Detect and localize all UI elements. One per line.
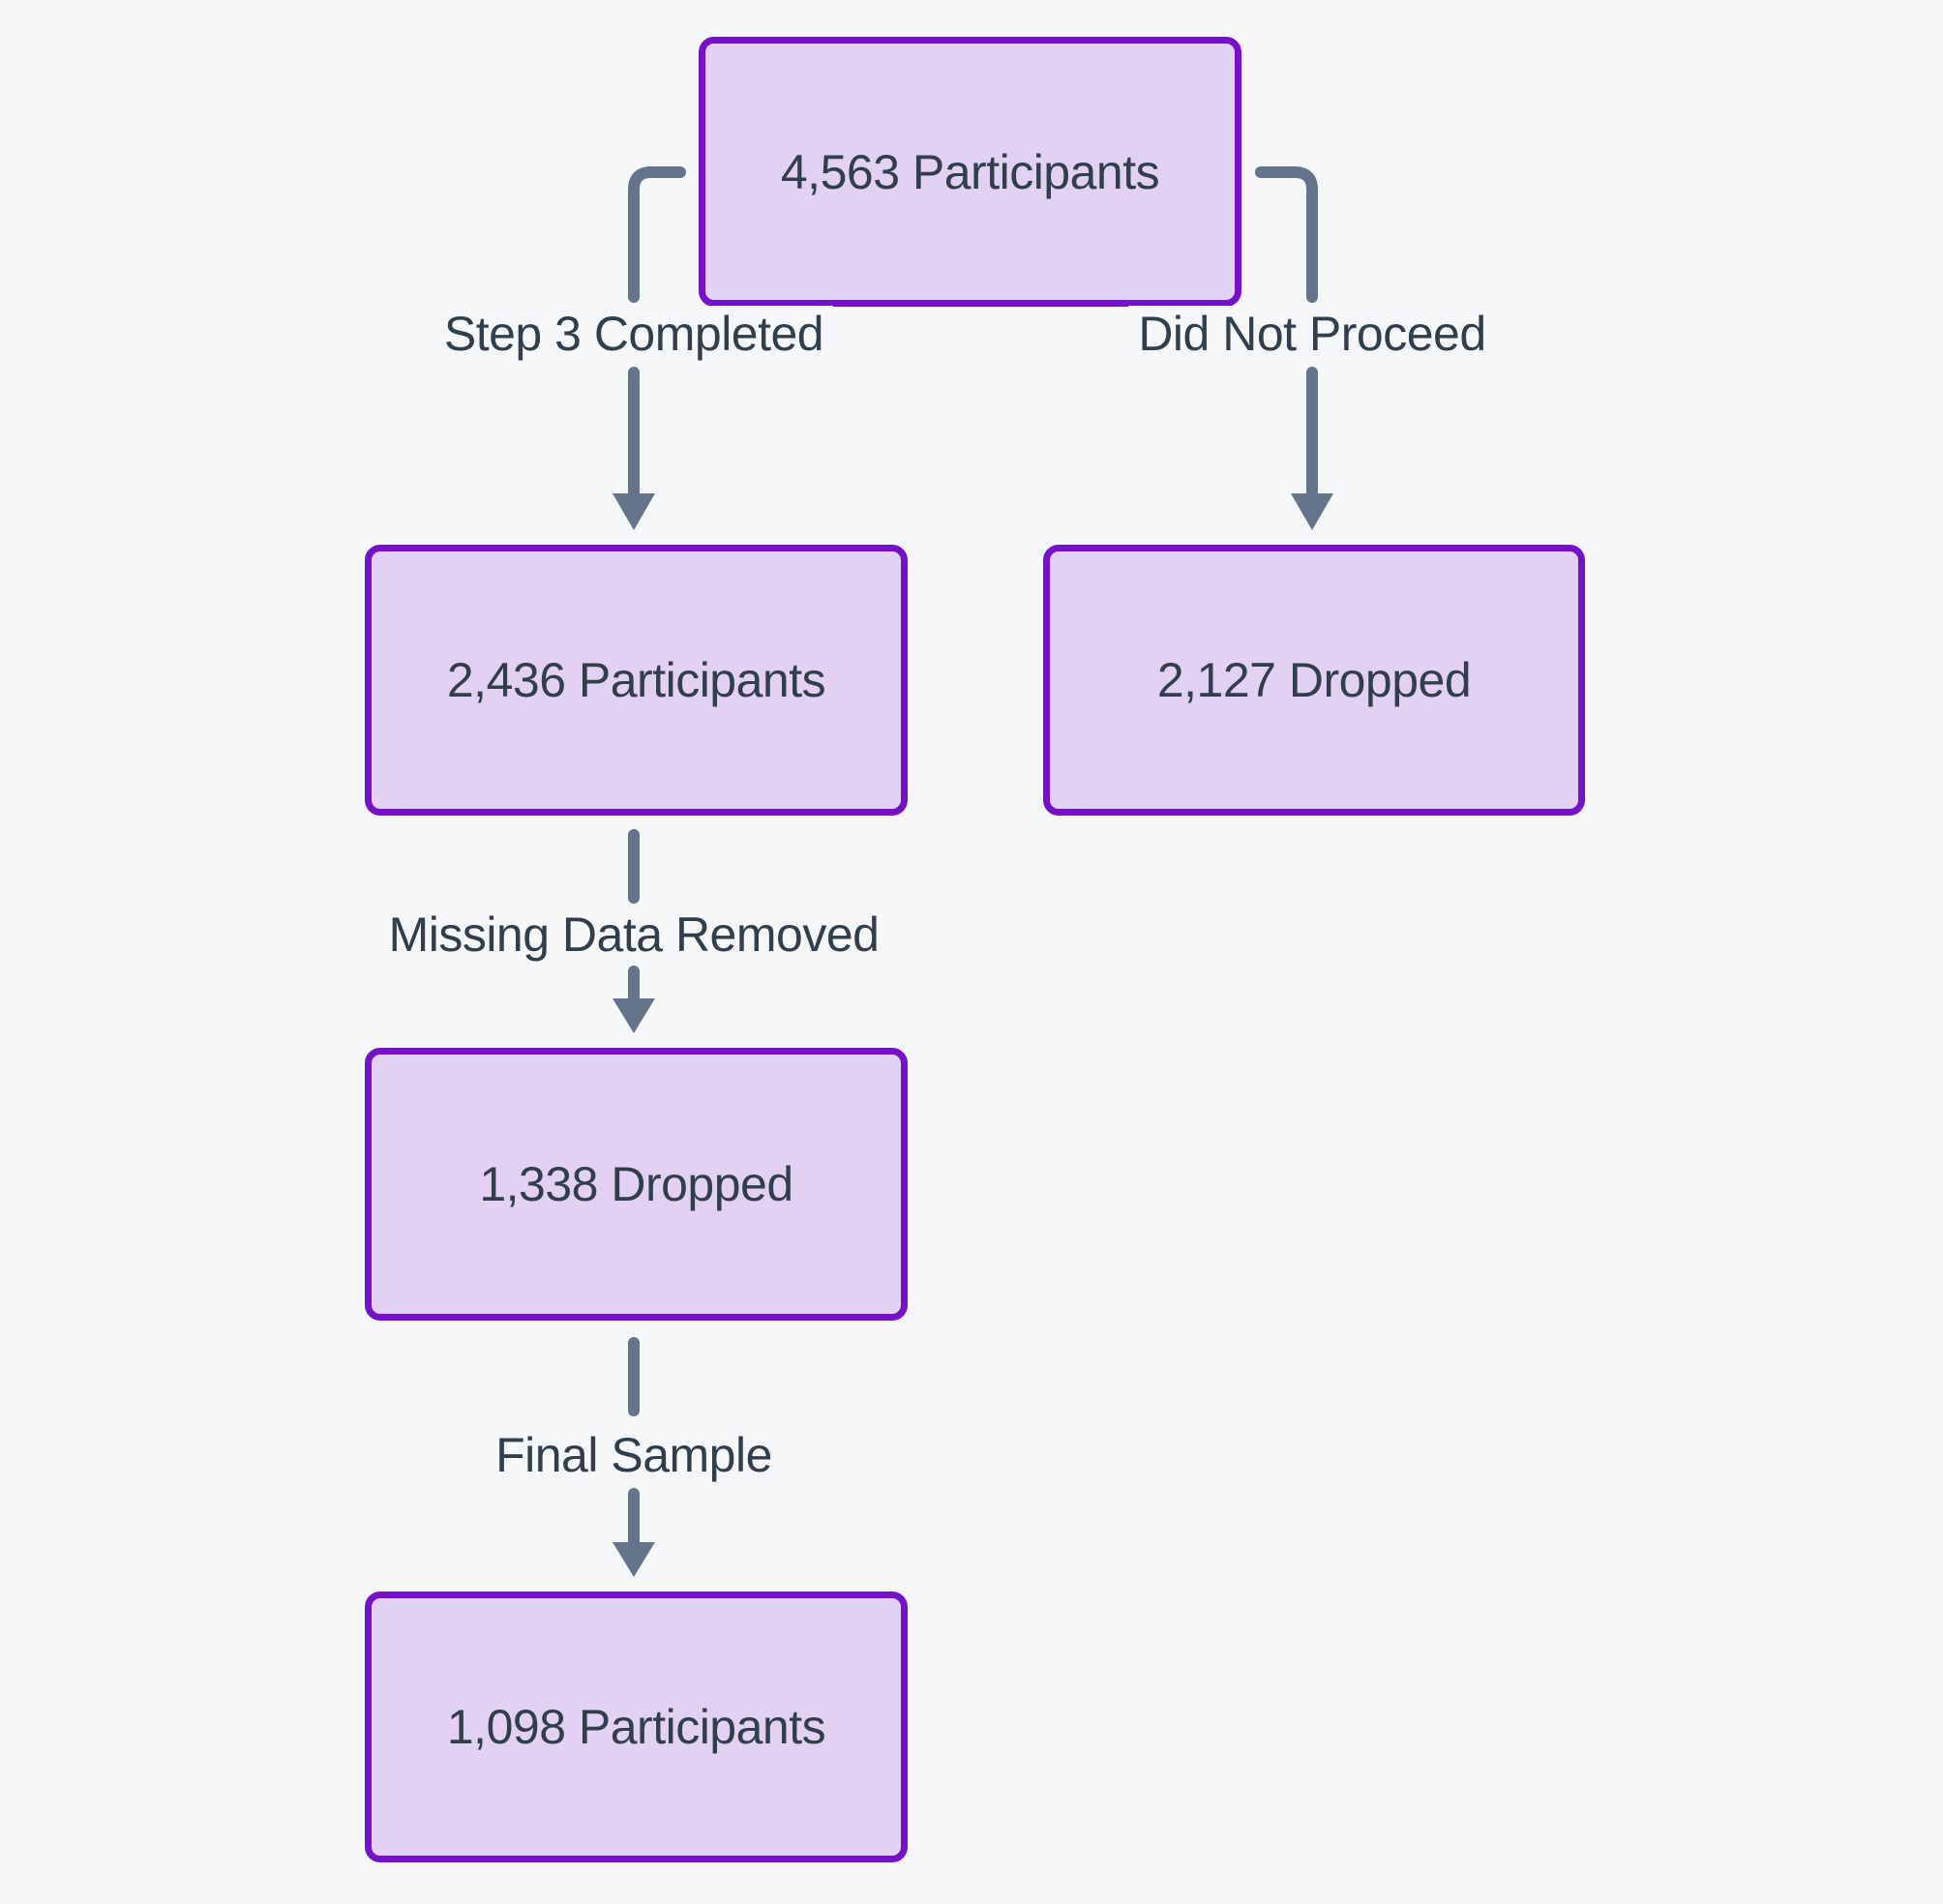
edge-label-missing-data-removed: Missing Data Removed	[378, 907, 889, 963]
edge-label-step-3-completed: Step 3 Completed	[433, 306, 834, 362]
node-step3-participants: 2,436 Participants	[365, 545, 908, 816]
node-label: 1,098 Participants	[446, 1700, 826, 1754]
node-total-participants: 4,563 Participants	[699, 37, 1241, 307]
edge-total-to-step3	[613, 166, 686, 530]
edge-label-final-sample: Final Sample	[486, 1427, 782, 1483]
edge-label-did-not-proceed: Did Not Proceed	[1128, 306, 1496, 362]
arrowhead-down-icon	[613, 493, 655, 530]
node-label: 2,127 Dropped	[1156, 653, 1472, 707]
edge-segment	[1255, 166, 1318, 303]
node-label: 4,563 Participants	[780, 144, 1160, 199]
node-label: 1,338 Dropped	[479, 1157, 793, 1211]
edge-dropped2-to-final	[613, 1337, 655, 1577]
node-label: 2,436 Participants	[446, 653, 826, 707]
node-did-not-proceed-dropped: 2,127 Dropped	[1043, 545, 1585, 816]
edge-total-to-dropped1	[1255, 166, 1333, 530]
edge-segment	[628, 166, 686, 303]
node-missing-data-dropped: 1,338 Dropped	[365, 1048, 908, 1321]
arrowhead-down-icon	[613, 1542, 655, 1577]
node-final-participants: 1,098 Participants	[365, 1592, 908, 1862]
arrowhead-down-icon	[613, 998, 655, 1033]
arrowhead-down-icon	[1291, 493, 1333, 530]
edge-step3-to-dropped2	[613, 829, 655, 1033]
